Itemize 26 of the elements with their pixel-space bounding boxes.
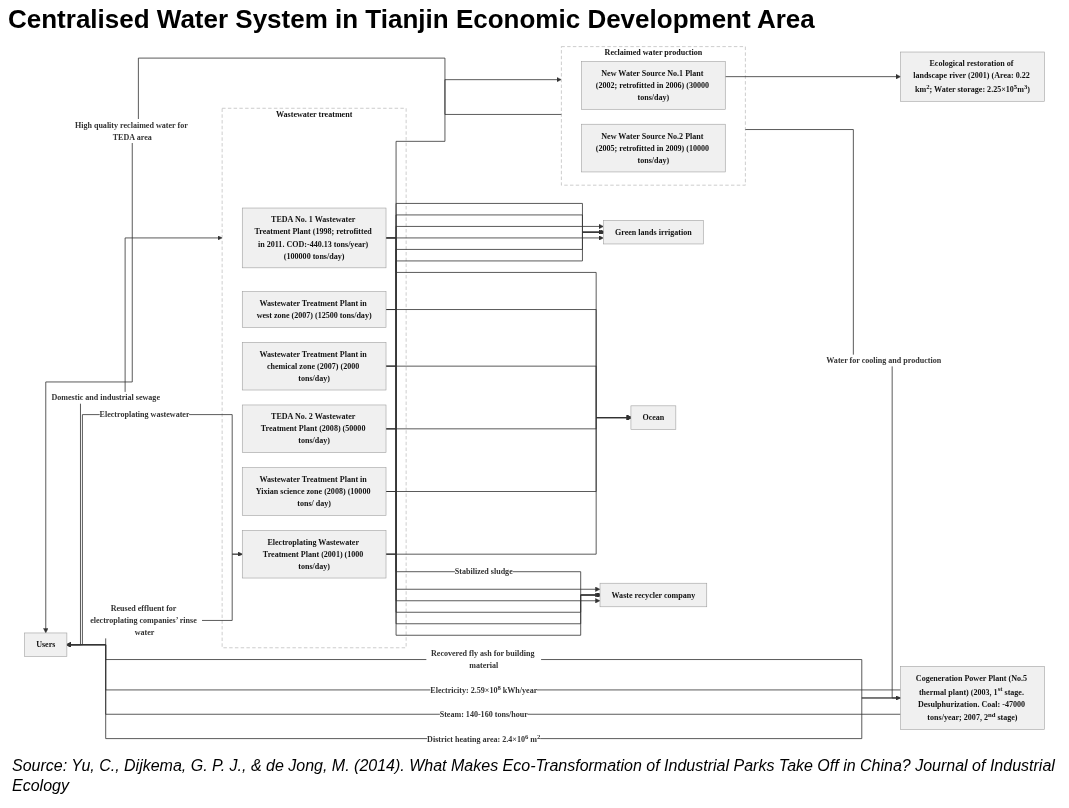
node-box: Ecological restoration of landscape river (2001) (Area: 0.22 km$^{2}$; Water storage: 2.25×10$^{5}$m$^{3}$) [900, 51, 1045, 102]
edge-label: Steam: 140-160 tons/hour [439, 709, 528, 719]
edge-label: Electricity: 2.59×10$^{8}$ kWh/year [430, 684, 538, 695]
edge-label: District heating area: 2.4×10$^{6}$ m$^{2}$ [427, 732, 541, 744]
node-box: TEDA No. 1 Wastewater Treatment Plant (1998; retrofitted in 2011. COD:-440.13 tons/year) (100000 tons/day) [241, 207, 387, 269]
edge-label: Reused effluent for electroplating companies’ rinse water [90, 604, 197, 637]
node-box: Electroplating Wastewater Treatment Plant (2001) (1000 tons/day) [241, 530, 387, 579]
node-box: Wastewater Treatment Plant in Yixian science zone (2008) (10000 tons/ day) [241, 467, 387, 516]
caption: Source: Yu, C., Dijkema, G. P. J., & de Jong, M. (2014). What Makes Eco-Transformation of Industrial Parks Take Off in China? Journal of Industrial Ecology [12, 756, 1056, 796]
edge-label: Electroplating wastewater [99, 410, 190, 419]
node-box: Wastewater Treatment Plant in chemical zone (2007) (2000 tons/day) [241, 342, 387, 391]
node-box: TEDA No. 2 Wastewater Treatment Plant (2008) (50000 tons/day) [241, 404, 387, 453]
node-box: Green lands irrigation [603, 220, 704, 245]
edge-label: Stabilized sludge [454, 567, 513, 577]
edge-label: Water for cooling and production [826, 356, 942, 365]
node-box: Users [24, 632, 68, 657]
node-box: Waste recycler company [599, 582, 708, 608]
node-box: Wastewater Treatment Plant in west zone (2007) (12500 tons/day) [241, 291, 387, 328]
edge-label: High quality reclaimed water for TEDA area [74, 120, 188, 142]
node-box: Cogeneration Power Plant (No.5 thermal plant) (2003, 1$^{st}$ stage. Desulphurization. Coal: -47000 tons/year; 2007, 2$^{nd}$ stage) [900, 666, 1045, 730]
node-box: Ocean [630, 405, 677, 430]
edge-label: Domestic and industrial sewage [51, 393, 160, 403]
node-box: New Water Source No.1 Plant (2002; retrofitted in 2006) (30000 tons/day) [581, 61, 726, 110]
node-box: New Water Source No.2 Plant (2005; retrofitted in 2009) (10000 tons/day) [581, 123, 726, 173]
edge-label: Recovered fly ash for building material [431, 649, 535, 670]
title: Centralised Water System in Tianjin Economic Development Area [8, 4, 815, 35]
